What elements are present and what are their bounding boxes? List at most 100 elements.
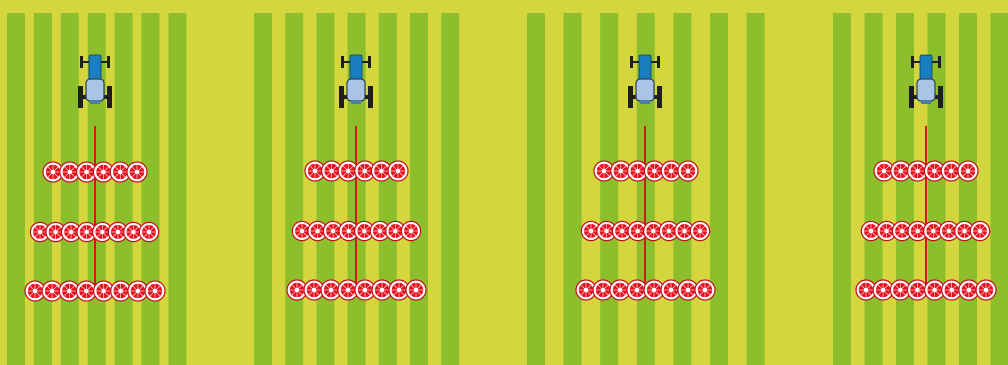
rake-wheel-hub bbox=[135, 170, 139, 174]
rake-wheel-hub bbox=[380, 288, 384, 292]
rake-wheel-hub bbox=[101, 289, 105, 293]
rake-wheel-hub bbox=[950, 288, 954, 292]
rake-wheel-hub bbox=[136, 289, 140, 293]
rake-wheel-icon bbox=[976, 280, 996, 300]
tractor-cab bbox=[917, 79, 935, 101]
rake-wheel-icon bbox=[139, 222, 158, 241]
rake-wheel-hub bbox=[409, 229, 413, 233]
rake-wheel-hub bbox=[703, 288, 707, 292]
crop-stripe bbox=[564, 13, 582, 365]
rake-wheel-icon bbox=[695, 280, 715, 300]
rake-wheel-icon bbox=[127, 162, 147, 182]
rake-wheel-hub bbox=[915, 288, 919, 292]
rake-wheel-hub bbox=[916, 229, 920, 233]
rake-wheel-hub bbox=[881, 288, 885, 292]
crop-stripe bbox=[61, 13, 79, 365]
rake-wheel-icon bbox=[958, 161, 978, 181]
rake-wheel-hub bbox=[346, 288, 350, 292]
rake-wheel-icon bbox=[401, 221, 420, 240]
rake-wheel-hub bbox=[33, 289, 37, 293]
rake-wheel-hub bbox=[329, 288, 333, 292]
rake-wheel-hub bbox=[363, 169, 367, 173]
crop-stripe bbox=[142, 13, 160, 365]
rake-wheel-hub bbox=[949, 169, 953, 173]
rake-wheel-hub bbox=[414, 288, 418, 292]
rake-wheel-hub bbox=[619, 169, 623, 173]
rake-wheel-hub bbox=[884, 229, 888, 233]
rake-wheel-hub bbox=[899, 169, 903, 173]
rake-wheel-hub bbox=[618, 288, 622, 292]
tractor-hitch bbox=[351, 100, 361, 104]
rake-wheel-hub bbox=[962, 229, 966, 233]
rake-wheel-hub bbox=[331, 229, 335, 233]
rake-wheel-icon bbox=[388, 161, 408, 181]
rake-wheel-hub bbox=[300, 229, 304, 233]
crop-stripe bbox=[254, 13, 272, 365]
rake-wheel-hub bbox=[620, 229, 624, 233]
rake-wheel-hub bbox=[698, 229, 702, 233]
rake-wheel-hub bbox=[652, 169, 656, 173]
rake-wheel-hub bbox=[589, 229, 593, 233]
rake-wheel-hub bbox=[378, 229, 382, 233]
rake-wheel-hub bbox=[153, 289, 157, 293]
rake-wheel-hub bbox=[131, 230, 135, 234]
crop-stripe bbox=[410, 13, 428, 365]
rake-wheel-icon bbox=[145, 281, 165, 301]
rake-wheel-hub bbox=[669, 288, 673, 292]
crop-stripe bbox=[673, 13, 691, 365]
rake-wheel-hub bbox=[635, 288, 639, 292]
rear-right-wheel bbox=[938, 86, 943, 108]
tractor-hitch bbox=[90, 100, 100, 104]
crop-stripe bbox=[316, 13, 334, 365]
rake-wheel-hub bbox=[682, 229, 686, 233]
rake-wheel-hub bbox=[100, 230, 104, 234]
rake-wheel-hub bbox=[397, 288, 401, 292]
rake-wheel-hub bbox=[312, 288, 316, 292]
rake-wheel-hub bbox=[652, 288, 656, 292]
crop-stripe bbox=[710, 13, 728, 365]
tractor-cab bbox=[636, 79, 654, 101]
rake-wheel-hub bbox=[379, 169, 383, 173]
tractor-cab bbox=[347, 79, 365, 101]
rake-wheel-hub bbox=[118, 170, 122, 174]
rake-wheel-hub bbox=[882, 169, 886, 173]
tractor-hood bbox=[920, 55, 932, 81]
rake-wheel-hub bbox=[116, 230, 120, 234]
rake-wheel-hub bbox=[101, 170, 105, 174]
rake-wheel-hub bbox=[932, 169, 936, 173]
rake-wheel-hub bbox=[869, 229, 873, 233]
rake-wheel-hub bbox=[396, 169, 400, 173]
rake-wheel-icon bbox=[690, 221, 709, 240]
rake-wheel-hub bbox=[84, 289, 88, 293]
rake-wheel-hub bbox=[864, 288, 868, 292]
rake-wheel-hub bbox=[915, 169, 919, 173]
rake-wheel-hub bbox=[295, 288, 299, 292]
tractor-cab bbox=[86, 79, 104, 101]
rake-wheel-hub bbox=[686, 288, 690, 292]
rake-wheel-hub bbox=[601, 288, 605, 292]
crop-stripe bbox=[991, 13, 1008, 365]
rake-wheel-hub bbox=[636, 229, 640, 233]
crop-stripe bbox=[865, 13, 883, 365]
rake-wheel-hub bbox=[667, 229, 671, 233]
rake-wheel-hub bbox=[362, 229, 366, 233]
rake-wheel-hub bbox=[978, 229, 982, 233]
rear-left-wheel bbox=[78, 86, 83, 108]
rake-wheel-hub bbox=[898, 288, 902, 292]
crop-stripe bbox=[833, 13, 851, 365]
crop-stripe bbox=[285, 13, 303, 365]
rake-wheel-hub bbox=[329, 169, 333, 173]
rake-wheel-hub bbox=[67, 289, 71, 293]
rake-wheel-hub bbox=[315, 229, 319, 233]
rear-left-wheel bbox=[339, 86, 344, 108]
crop-stripe bbox=[34, 13, 52, 365]
rake-wheel-icon bbox=[406, 280, 426, 300]
crop-stripe bbox=[379, 13, 397, 365]
rake-wheel-hub bbox=[984, 288, 988, 292]
rake-wheel-hub bbox=[932, 288, 936, 292]
crop-stripe bbox=[527, 13, 545, 365]
crop-stripe bbox=[747, 13, 765, 365]
rake-wheel-hub bbox=[347, 229, 351, 233]
rake-wheel-hub bbox=[68, 170, 72, 174]
